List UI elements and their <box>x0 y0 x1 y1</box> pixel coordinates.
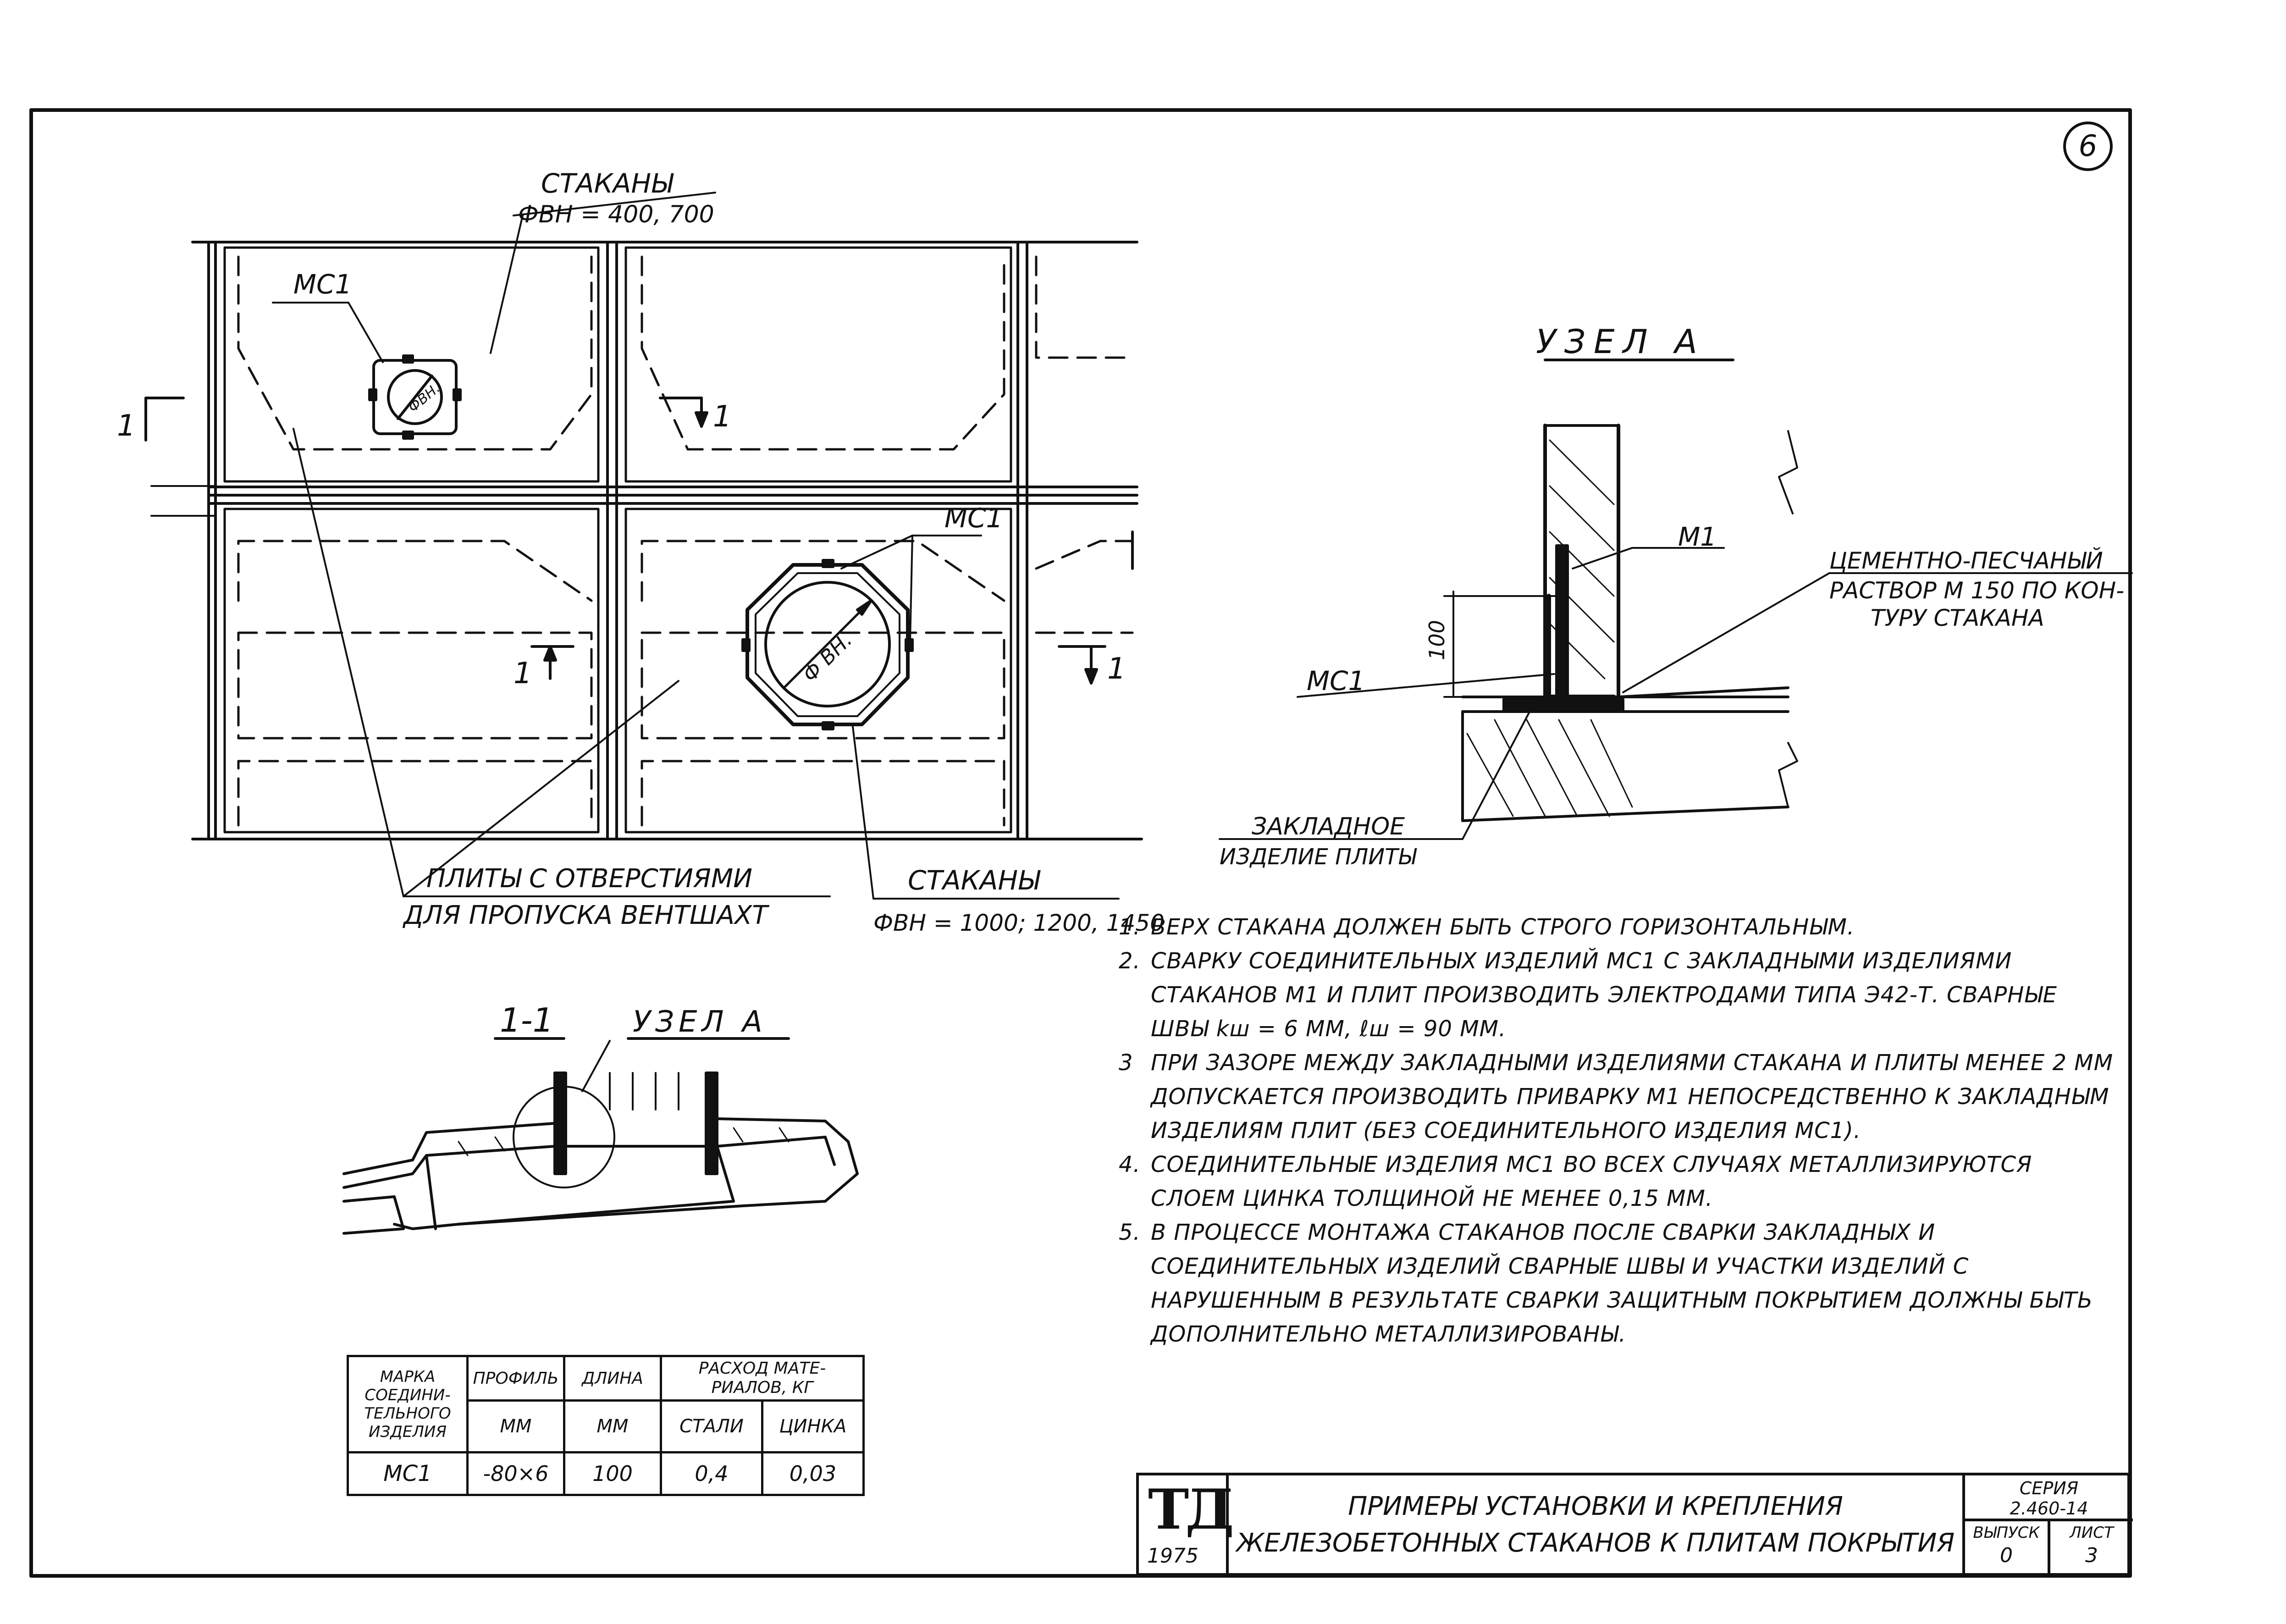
cell-profile: -80×6 <box>466 1451 565 1496</box>
series-cell: СЕРИЯ 2.460-14 <box>1965 1475 2133 1521</box>
sheet-cell: ЛИСТ 3 <box>2050 1521 2133 1573</box>
cell-length: 100 <box>563 1451 662 1496</box>
node-a-labels: УЗЕЛ А М1 ЦЕМЕНТНО-ПЕСЧАНЫЙ РАСТВОР М 15… <box>1220 322 2124 870</box>
label-plates: ПЛИТЫ С ОТВЕРСТИЯМИ <box>426 864 752 894</box>
small-glass-opening <box>387 369 443 425</box>
title-block-meta: СЕРИЯ 2.460-14 ВЫПУСК 0 ЛИСТ 3 <box>1962 1475 2133 1573</box>
sheet-number-circle: 6 <box>2063 122 2113 171</box>
dim-100: 100 <box>1425 620 1449 660</box>
note-item: 5. В ПРОЦЕССЕ МОНТАЖА СТАКАНОВ ПОСЛЕ СВА… <box>1119 1215 2118 1351</box>
note-number: 1. <box>1119 914 1141 940</box>
th-profile: ПРОФИЛЬ <box>466 1355 565 1402</box>
label-dia-large: Ф ВН. <box>798 628 856 686</box>
issue-cell: ВЫПУСК 0 <box>1965 1521 2050 1573</box>
th-consumption: РАСХОД МАТЕ- РИАЛОВ, КГ <box>660 1355 865 1402</box>
node-a-callout-circle <box>513 1086 615 1188</box>
title-line-2: ЖЕЛЕЗОБЕТОННЫХ СТАКАНОВ К ПЛИТАМ ПОКРЫТИ… <box>1236 1528 1955 1558</box>
title-block-title: ПРИМЕРЫ УСТАНОВКИ И КРЕПЛЕНИЯ ЖЕЛЕЗОБЕТО… <box>1229 1475 1962 1573</box>
large-glass-outline <box>745 563 910 726</box>
node-a-detail <box>1219 359 2133 840</box>
label-mc1-mid: МС1 <box>944 503 1003 534</box>
section-mark-lower: 1 <box>514 657 532 690</box>
series-label: СЕРИЯ <box>2019 1478 2079 1498</box>
node-a-title: УЗЕЛ А <box>1536 322 1706 361</box>
label-mc1-top: МС1 <box>293 269 352 300</box>
note-text: СВАРКУ СОЕДИНИТЕЛЬНЫХ ИЗДЕЛИЙ МС1 С ЗАКЛ… <box>1151 948 2057 1042</box>
note-item: 1. ВЕРХ СТАКАНА ДОЛЖЕН БЫТЬ СТРОГО ГОРИЗ… <box>1119 910 2118 944</box>
th-profile-unit: ММ <box>466 1399 565 1453</box>
note-text: В ПРОЦЕССЕ МОНТАЖА СТАКАНОВ ПОСЛЕ СВАРКИ… <box>1151 1220 2093 1347</box>
td-logo: ТД <box>1148 1477 1234 1542</box>
cell-steel: 0,4 <box>660 1451 763 1496</box>
label-mortar-3: ТУРУ СТАКАНА <box>1871 605 2044 631</box>
th-steel: СТАЛИ <box>660 1399 763 1453</box>
section-mark-upper: 1 <box>713 400 732 434</box>
issue-value: 0 <box>2000 1544 2013 1567</box>
note-number: 2. <box>1119 948 1141 974</box>
th-length-unit: ММ <box>563 1399 662 1453</box>
sheet-label: ЛИСТ <box>2070 1524 2114 1542</box>
note-number: 3 <box>1119 1050 1133 1076</box>
large-glass-opening <box>764 581 891 707</box>
section-labels: 1-1 УЗЕЛ А <box>500 1001 767 1039</box>
note-text: ВЕРХ СТАКАНА ДОЛЖЕН БЫТЬ СТРОГО ГОРИЗОНТ… <box>1151 914 1855 940</box>
title-block-year: 1975 <box>1147 1544 1198 1568</box>
plan-labels: СТАКАНЫ ФВН = 400, 700 МС1 МС1 ФВН. Ф ВН… <box>117 168 1165 936</box>
label-embedded-2: ИЗДЕЛИЕ ПЛИТЫ <box>1220 844 1418 870</box>
note-number: 5. <box>1119 1220 1141 1245</box>
sheet-value: 3 <box>2085 1544 2098 1567</box>
label-mortar: ЦЕМЕНТНО-ПЕСЧАНЫЙ <box>1829 547 2103 574</box>
series-value: 2.460-14 <box>2010 1498 2088 1519</box>
note-item: 2. СВАРКУ СОЕДИНИТЕЛЬНЫХ ИЗДЕЛИЙ МС1 С З… <box>1119 944 2118 1046</box>
title-line-1: ПРИМЕРЫ УСТАНОВКИ И КРЕПЛЕНИЯ <box>1348 1491 1843 1521</box>
label-glass-large: СТАКАНЫ <box>908 865 1041 896</box>
label-embedded: ЗАКЛАДНОЕ <box>1252 813 1405 840</box>
spec-table: МАРКА СОЕДИНИ- ТЕЛЬНОГО ИЗДЕЛИЯ ПРОФИЛЬ … <box>347 1355 865 1496</box>
label-glass-large-dia: ФВН = 1000; 1200, 1450 <box>873 910 1165 936</box>
section-mark-right: 1 <box>1107 652 1126 686</box>
label-glass-small: СТАКАНЫ <box>541 168 674 199</box>
note-item: 4. СОЕДИНИТЕЛЬНЫЕ ИЗДЕЛИЯ МС1 ВО ВСЕХ СЛ… <box>1119 1148 2118 1215</box>
notes-block: 1. ВЕРХ СТАКАНА ДОЛЖЕН БЫТЬ СТРОГО ГОРИЗ… <box>1119 910 2118 1351</box>
th-length: ДЛИНА <box>563 1355 662 1402</box>
note-item: 3 ПРИ ЗАЗОРЕ МЕЖДУ ЗАКЛАДНЫМИ ИЗДЕЛИЯМИ … <box>1119 1046 2118 1148</box>
th-zinc: ЦИНКА <box>761 1399 865 1453</box>
section-title: 1-1 <box>500 1001 554 1039</box>
th-mark: МАРКА СОЕДИНИ- ТЕЛЬНОГО ИЗДЕЛИЯ <box>347 1355 469 1453</box>
cell-mark: МС1 <box>347 1451 469 1496</box>
sheet-frame <box>29 108 2132 1578</box>
title-block-logo: ТД 1975 <box>1139 1475 1234 1573</box>
section-1-1 <box>342 1037 859 1235</box>
note-text: ПРИ ЗАЗОРЕ МЕЖДУ ЗАКЛАДНЫМИ ИЗДЕЛИЯМИ СТ… <box>1151 1050 2114 1143</box>
section-mark-left: 1 <box>117 409 136 443</box>
label-plates-2: ДЛЯ ПРОПУСКА ВЕНТШАХТ <box>402 900 769 930</box>
label-mortar-2: РАСТВОР М 150 ПО КОН- <box>1829 577 2124 604</box>
label-glass-small-dia: ФВН = 400, 700 <box>518 201 714 228</box>
section-node-ref: УЗЕЛ А <box>633 1005 767 1039</box>
label-mc1-node: МС1 <box>1307 665 1365 696</box>
cell-zinc: 0,03 <box>761 1451 865 1496</box>
plan-view <box>144 192 1143 900</box>
label-m1: М1 <box>1678 522 1717 552</box>
title-block: ТД 1975 ПРИМЕРЫ УСТАНОВКИ И КРЕПЛЕНИЯ ЖЕ… <box>1136 1473 2133 1576</box>
note-text: СОЕДИНИТЕЛЬНЫЕ ИЗДЕЛИЯ МС1 ВО ВСЕХ СЛУЧА… <box>1151 1152 2032 1211</box>
issue-label: ВЫПУСК <box>1973 1524 2040 1542</box>
note-number: 4. <box>1119 1152 1141 1177</box>
